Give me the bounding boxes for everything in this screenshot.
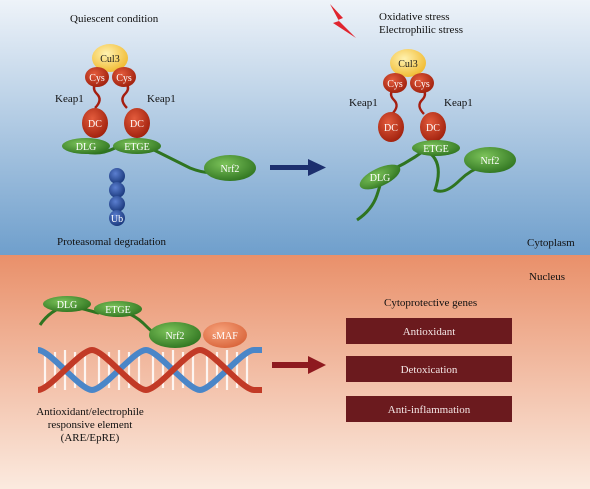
nucleus-label: Nucleus bbox=[529, 271, 565, 283]
svg-text:ETGE: ETGE bbox=[423, 144, 449, 155]
svg-text:Anti-inflammation: Anti-inflammation bbox=[388, 404, 471, 416]
svg-text:DLG: DLG bbox=[76, 142, 97, 153]
smaf-node bbox=[203, 322, 247, 348]
cytoprotective-label: Cytoprotective genes bbox=[384, 297, 477, 309]
dlg-node-3 bbox=[43, 296, 91, 312]
are-label-line2: responsive element bbox=[48, 419, 133, 431]
nrf2-node bbox=[204, 155, 256, 181]
stress-label-line1: Oxidative stress bbox=[379, 11, 450, 23]
nrf2-node-2 bbox=[464, 147, 516, 173]
dna-helix bbox=[37, 346, 262, 394]
gene-list: Antioxidant Detoxication Anti-inflammati… bbox=[346, 318, 512, 422]
quiescent-label: Quiescent condition bbox=[70, 13, 159, 25]
stress-label-line2: Electrophilic stress bbox=[379, 24, 463, 36]
etge-node-3 bbox=[94, 301, 142, 317]
svg-text:Cys: Cys bbox=[89, 73, 105, 84]
gene-box-detoxication bbox=[346, 356, 512, 382]
svg-text:Nrf2: Nrf2 bbox=[481, 156, 500, 167]
svg-text:Cul3: Cul3 bbox=[100, 54, 119, 65]
cys-node-right-2 bbox=[410, 73, 434, 93]
svg-text:Nrf2: Nrf2 bbox=[221, 164, 240, 175]
cys-node-left bbox=[85, 67, 109, 87]
cul3-node bbox=[92, 44, 128, 72]
svg-text:Cys: Cys bbox=[387, 79, 403, 90]
proteasomal-label: Proteasomal degradation bbox=[57, 236, 167, 248]
svg-text:Cys: Cys bbox=[116, 73, 132, 84]
svg-text:Detoxication: Detoxication bbox=[401, 364, 458, 376]
dc-node-right-2 bbox=[420, 112, 446, 142]
nuclear-complex: DLG ETGE Nrf2 sMAF bbox=[38, 296, 247, 348]
svg-text:Antioxidant: Antioxidant bbox=[403, 326, 456, 338]
gene-box-antioxidant bbox=[346, 318, 512, 344]
svg-text:Nrf2: Nrf2 bbox=[166, 331, 185, 342]
gene-box-anti-inflammation bbox=[346, 396, 512, 422]
etge-node bbox=[113, 138, 161, 154]
svg-text:DLG: DLG bbox=[370, 173, 391, 184]
cytoplasm-label: Cytoplasm bbox=[527, 237, 575, 249]
cys-node-left-2 bbox=[383, 73, 407, 93]
keap1-label-right: Keap1 bbox=[147, 93, 176, 105]
svg-text:DC: DC bbox=[88, 119, 102, 130]
svg-text:ETGE: ETGE bbox=[105, 305, 131, 316]
dlg-node-2 bbox=[359, 164, 401, 190]
dc-node-left-2 bbox=[378, 112, 404, 142]
are-label-line3: (ARE/EpRE) bbox=[61, 432, 120, 444]
cys-node-right bbox=[112, 67, 136, 87]
svg-text:ETGE: ETGE bbox=[124, 142, 150, 153]
lightning-icon bbox=[330, 4, 356, 38]
svg-text:DC: DC bbox=[384, 123, 398, 134]
keap1-label-left-2: Keap1 bbox=[349, 97, 378, 109]
svg-text:Ub: Ub bbox=[111, 214, 123, 225]
activation-arrow bbox=[270, 159, 326, 176]
dc-node-right bbox=[124, 108, 150, 138]
svg-text:Cul3: Cul3 bbox=[398, 59, 417, 70]
svg-text:DLG: DLG bbox=[57, 300, 78, 311]
svg-text:DC: DC bbox=[130, 119, 144, 130]
are-label-line1: Antioxidant/electrophile bbox=[36, 406, 144, 418]
svg-text:Cys: Cys bbox=[414, 79, 430, 90]
keap1-complex-quiescent: Cul3 Cys Cys Keap1 Keap1 DC DC DLG ETGE … bbox=[55, 44, 256, 226]
svg-text:sMAF: sMAF bbox=[212, 331, 238, 342]
keap1-label-right-2: Keap1 bbox=[444, 97, 473, 109]
transcription-arrow bbox=[272, 356, 326, 374]
dlg-node bbox=[62, 138, 110, 154]
nrf2-node-3 bbox=[149, 322, 201, 348]
svg-text:DC: DC bbox=[426, 123, 440, 134]
etge-node-2 bbox=[412, 140, 460, 156]
cul3-node-2 bbox=[390, 49, 426, 77]
ubiquitin-chain: Ub bbox=[109, 168, 125, 226]
keap1-label-left: Keap1 bbox=[55, 93, 84, 105]
dc-node-left bbox=[82, 108, 108, 138]
keap1-complex-stressed: Cul3 Cys Cys Keap1 Keap1 DC DC DLG ETGE … bbox=[349, 49, 516, 222]
